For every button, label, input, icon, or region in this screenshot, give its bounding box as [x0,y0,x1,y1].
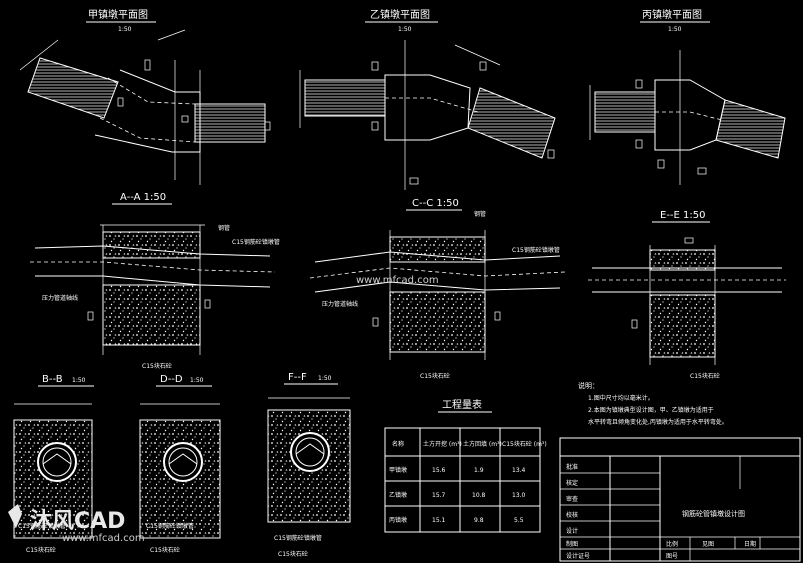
section-cc-view: C--C 1:50 钢管 C15钢筋砼镇墩管 压力管道轴线 C15块石砼 [309,198,566,380]
dd-c15-pipe-label: C15钢筋砼镇墩管 [146,522,194,530]
section-aa-view: A--A 1:50 钢管 C15钢筋砼镇墩管 压力管道轴线 C15块石砼 [30,192,280,370]
section-bb-view: B--B 1:50 C15钢筋砼镇墩管 C15块石砼 [13,374,94,554]
plan-a-view: 甲镇墩平面图 1:50 [19,8,271,185]
aa-c15-pipe-label: C15钢筋砼镇墩管 [232,238,280,246]
section-cc-title: C--C 1:50 [412,198,459,209]
note-2: 2.本图为镇墩典型设计图，甲、乙镇墩为适用于 [588,406,714,414]
tb-row-3: 校核 [566,511,578,519]
section-bb-title: B--B [42,374,63,385]
quantity-table-title: 工程量表 [442,398,482,411]
section-ee-title: E--E 1:50 [660,210,706,221]
bb-c15-stone-label: C15块石砼 [26,546,56,554]
qt-row1-c2: 10.8 [472,492,486,499]
ff-c15-pipe-label: C15钢筋砼镇墩管 [274,534,322,542]
dd-c15-stone-label: C15块石砼 [150,546,180,554]
quantity-table: 工程量表 名称 土方开挖 (m³) 土方回填 (m³) C15块石砼 (m³) … [384,398,547,533]
plan-b-title: 乙镇墩平面图 [370,8,430,21]
qt-row0-name: 甲镇墩 [389,466,407,474]
qt-row0-c1: 15.6 [432,467,446,474]
plan-b-scale: 1:50 [398,26,412,33]
tb-row-4: 设计 [566,527,578,535]
aa-rebar-label: 钢管 [218,224,230,232]
qt-row0-c2: 1.9 [474,467,484,474]
section-bb-scale: 1:50 [72,377,86,384]
ee-c15-stone-label: C15块石砼 [690,372,720,380]
bb-c15-pipe-label: C15钢筋砼镇墩管 [18,522,66,530]
qt-row1-c1: 15.7 [432,492,446,499]
cc-rebar-label: 钢管 [474,210,486,218]
brand-watermark: 沐风CAD [30,509,125,534]
notes: 说明： 1.图中尺寸均以毫米计。 2.本图为镇墩典型设计图，甲、乙镇墩为适用于 … [578,381,728,426]
qt-header-0: 名称 [392,440,404,448]
qt-row2-c2: 9.8 [474,517,484,524]
section-ff-view: F--F 1:50 C15钢筋砼镇墩管 C15块石砼 [267,372,351,558]
cc-axis-label: 压力管道轴线 [322,300,358,308]
qt-row2-c1: 15.1 [432,517,446,524]
plan-c-scale: 1:50 [668,26,682,33]
ff-c15-stone-label: C15块石砼 [278,550,308,558]
section-aa-title: A--A 1:50 [120,192,166,203]
plan-c-title: 丙镇墩平面图 [642,8,702,21]
brand-logo-icon [8,504,22,528]
tb-drawing-no: 图号 [666,553,678,560]
cc-c15-pipe-label: C15钢筋砼镇墩管 [512,246,560,254]
cc-c15-stone-label: C15块石砼 [420,372,450,380]
tb-row-6: 设计证号 [566,552,590,560]
watermark: www.mfcad.com 沐风CAD www.mfcad.com [8,275,439,544]
qt-row2-name: 丙镇墩 [389,516,407,524]
qt-row1-c3: 13.0 [512,492,526,499]
tb-row-0: 批准 [566,463,578,471]
plan-a-scale: 1:50 [118,26,132,33]
section-ee-view: E--E 1:50 C15块石砼 [588,210,786,380]
tb-scale-label: 比例 [666,540,678,548]
title-block: 批准 核定 审查 校核 设计 制图 设计证号 钢筋砼管镇墩设计图 比例 见图 日… [559,437,801,562]
tb-row-2: 审查 [566,495,578,503]
section-dd-title: D--D [160,374,183,385]
tb-row-1: 核定 [566,479,578,487]
plan-b-view: 乙镇墩平面图 1:50 [299,8,556,190]
section-ff-scale: 1:50 [318,375,332,382]
qt-row0-c3: 13.4 [512,467,526,474]
note-3: 水平转弯且倾角变化处,丙镇墩为适用于水平转弯处。 [588,418,728,426]
aa-axis-label: 压力管道轴线 [42,294,78,302]
aa-c15-stone-label: C15块石砼 [142,362,172,370]
plan-a-title: 甲镇墩平面图 [88,8,148,21]
brand-url: www.mfcad.com [62,533,145,544]
qt-row1-name: 乙镇墩 [389,491,407,499]
plan-c-view: 丙镇墩平面图 1:50 [589,8,786,185]
notes-heading: 说明： [578,381,599,390]
drawing-title: 钢筋砼管镇墩设计图 [682,509,745,518]
qt-header-2: 土方回填 (m³) [463,440,502,448]
qt-row2-c3: 5.5 [514,517,524,524]
qt-header-1: 土方开挖 (m³) [423,440,462,448]
qt-header-3: C15块石砼 (m³) [502,440,547,448]
section-dd-scale: 1:50 [190,377,204,384]
section-ff-title: F--F [288,372,307,383]
tb-scale-value: 见图 [702,541,714,548]
section-dd-view: D--D 1:50 C15钢筋砼镇墩管 C15块石砼 [139,374,221,554]
tb-row-5: 制图 [566,540,578,548]
note-1: 1.图中尺寸均以毫米计。 [588,394,654,402]
center-watermark: www.mfcad.com [356,275,439,286]
tb-date-label: 日期 [744,540,756,548]
